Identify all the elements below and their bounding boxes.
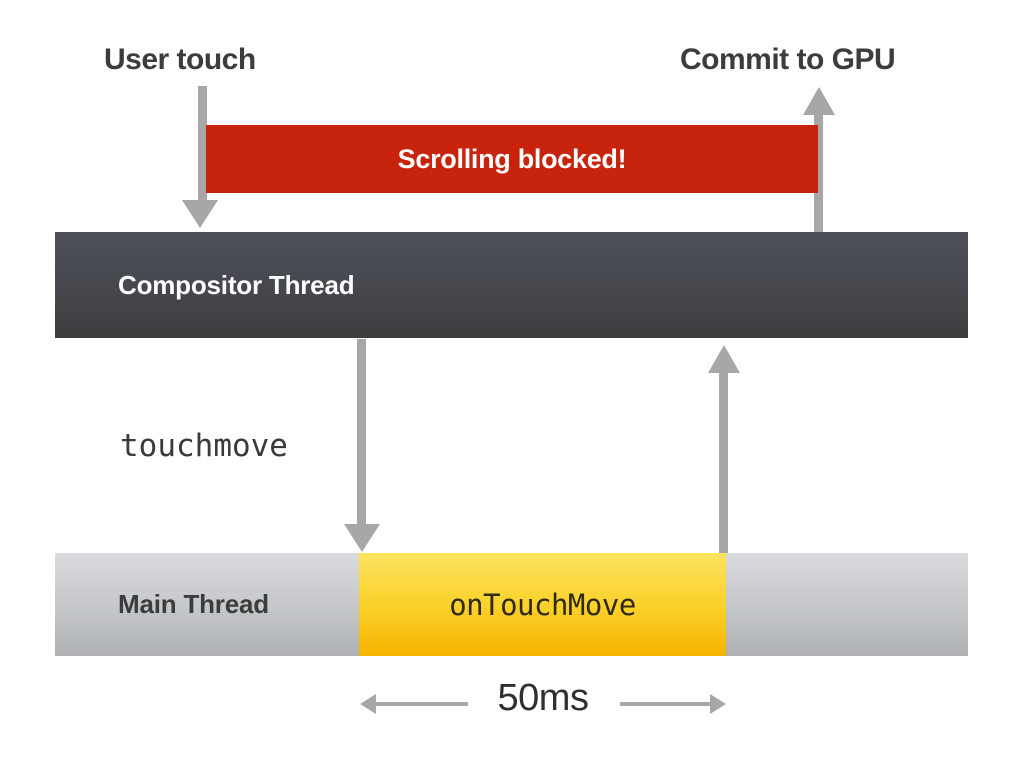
- arrow-head-down-icon: [344, 524, 380, 552]
- scrolling-blocked-bar: Scrolling blocked!: [206, 125, 818, 193]
- arrow-shaft: [357, 339, 366, 525]
- arrow-shaft: [198, 86, 207, 204]
- ontouchmove-handler-block: onTouchMove: [359, 553, 726, 656]
- scrolling-blocked-label: Scrolling blocked!: [397, 143, 627, 174]
- touchmove-caption: touchmove: [120, 428, 288, 464]
- arrow-shaft: [814, 114, 823, 234]
- measure-line-left: [374, 702, 468, 706]
- main-thread-label: Main Thread: [118, 589, 269, 619]
- duration-measure: 50ms: [358, 677, 728, 728]
- arrow-head-up-icon: [708, 345, 740, 373]
- label-commit-to-gpu: Commit to GPU: [680, 43, 896, 76]
- duration-label: 50ms: [497, 677, 589, 719]
- compositor-thread-bar: Compositor Thread: [55, 232, 968, 338]
- arrow-shaft: [719, 372, 728, 554]
- label-user-touch: User touch: [104, 43, 256, 76]
- measure-line-right: [620, 702, 712, 706]
- arrow-head-up-icon: [803, 87, 835, 115]
- compositor-thread-label: Compositor Thread: [118, 269, 355, 300]
- arrow-head-down-icon: [182, 200, 218, 228]
- ontouchmove-label: onTouchMove: [449, 587, 636, 622]
- measure-arrow-left-icon: [360, 694, 376, 714]
- measure-arrow-right-icon: [710, 694, 726, 714]
